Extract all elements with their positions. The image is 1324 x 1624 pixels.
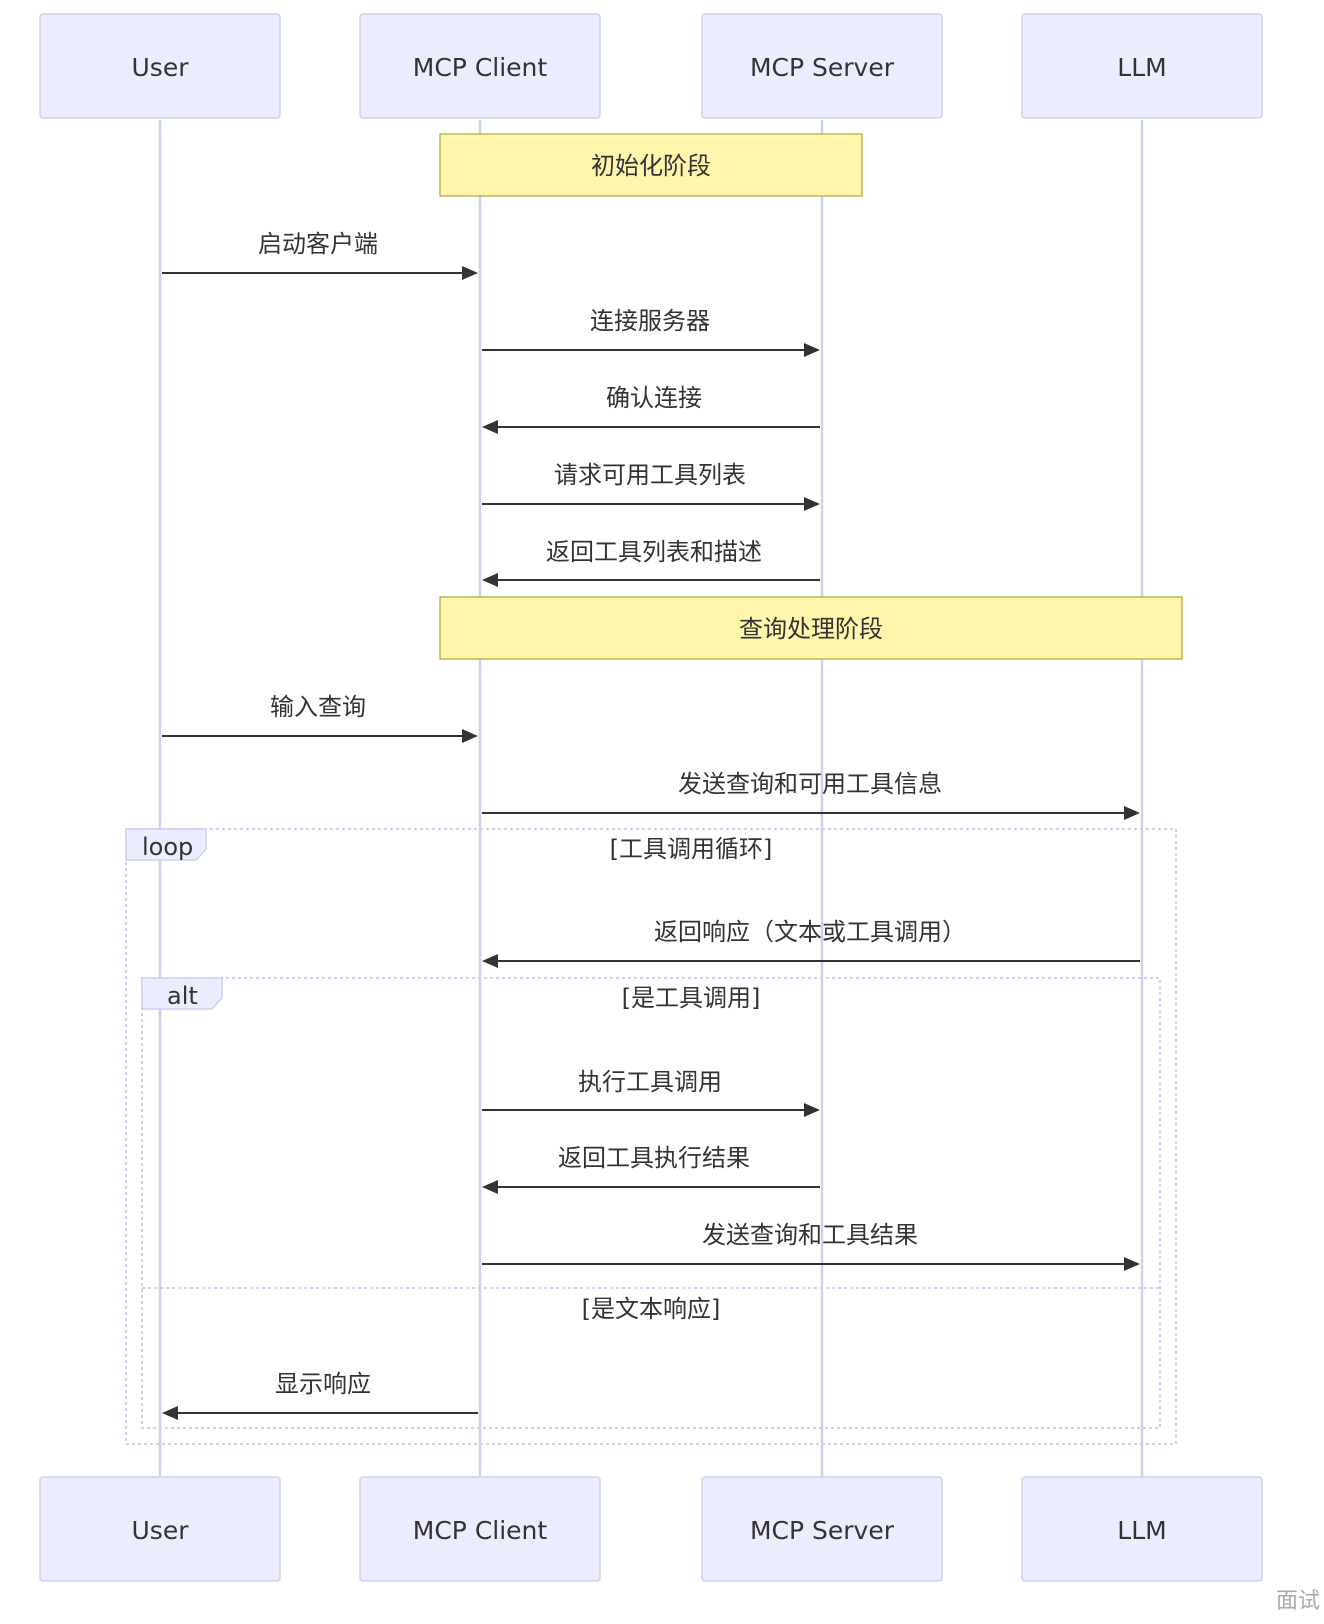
message-label: 执行工具调用 xyxy=(578,1068,722,1096)
actor-top-mcp-client: MCP Client xyxy=(359,13,601,119)
actor-top-llm: LLM xyxy=(1021,13,1263,119)
alt-else-condition: [是文本响应] xyxy=(582,1295,721,1323)
message-label: 输入查询 xyxy=(270,693,366,721)
actor-label: MCP Server xyxy=(750,1516,895,1545)
actor-top-mcp-server: MCP Server xyxy=(701,13,943,119)
message-label: 发送查询和可用工具信息 xyxy=(678,770,942,798)
loop-condition: [工具调用循环] xyxy=(610,835,773,863)
actor-label: MCP Client xyxy=(413,53,548,82)
alt-frame: alt [是工具调用] [是文本响应] xyxy=(141,977,1161,1429)
message-label: 显示响应 xyxy=(275,1370,371,1398)
actor-bottom-user: User xyxy=(39,1476,281,1582)
actor-bottom-llm: LLM xyxy=(1021,1476,1263,1582)
note-label: 初始化阶段 xyxy=(591,152,711,180)
note-query-phase: 查询处理阶段 xyxy=(439,596,1183,660)
message-label: 确认连接 xyxy=(606,384,702,412)
message-label: 连接服务器 xyxy=(590,307,710,335)
watermark-text: 面试 xyxy=(1276,1589,1320,1614)
arrow-head xyxy=(482,1180,498,1194)
actor-bottom-mcp-server: MCP Server xyxy=(701,1476,943,1582)
actor-bottom-mcp-client: MCP Client xyxy=(359,1476,601,1582)
actor-label: User xyxy=(132,1516,190,1545)
alt-condition: [是工具调用] xyxy=(622,984,761,1012)
loop-frame: loop [工具调用循环] xyxy=(125,828,1177,1445)
message-label: 启动客户端 xyxy=(258,230,378,258)
message-label: 返回响应（文本或工具调用） xyxy=(654,918,966,946)
arrow-head xyxy=(804,343,820,357)
arrow-head xyxy=(482,420,498,434)
arrow-head xyxy=(482,573,498,587)
note-init-phase: 初始化阶段 xyxy=(439,133,863,197)
message-label: 返回工具执行结果 xyxy=(558,1144,750,1172)
actor-label: User xyxy=(132,53,190,82)
loop-tab xyxy=(125,828,207,861)
loop-tag: loop xyxy=(142,833,193,861)
actor-label: LLM xyxy=(1117,1516,1166,1545)
arrow-head xyxy=(1124,1257,1140,1271)
actor-label: MCP Server xyxy=(750,53,895,82)
message-label: 请求可用工具列表 xyxy=(554,461,746,489)
actor-top-user: User xyxy=(39,13,281,119)
note-label: 查询处理阶段 xyxy=(739,615,883,643)
arrow-head xyxy=(462,266,478,280)
arrow-head xyxy=(162,1406,178,1420)
message-label: 返回工具列表和描述 xyxy=(546,538,762,566)
arrow-head xyxy=(482,954,498,968)
actor-label: LLM xyxy=(1117,53,1166,82)
actor-label: MCP Client xyxy=(413,1516,548,1545)
message-label: 发送查询和工具结果 xyxy=(702,1221,918,1249)
arrow-head xyxy=(462,729,478,743)
arrow-head xyxy=(804,497,820,511)
alt-tab xyxy=(141,977,223,1010)
alt-tag: alt xyxy=(167,982,198,1010)
arrow-head xyxy=(804,1103,820,1117)
arrow-head xyxy=(1124,806,1140,820)
